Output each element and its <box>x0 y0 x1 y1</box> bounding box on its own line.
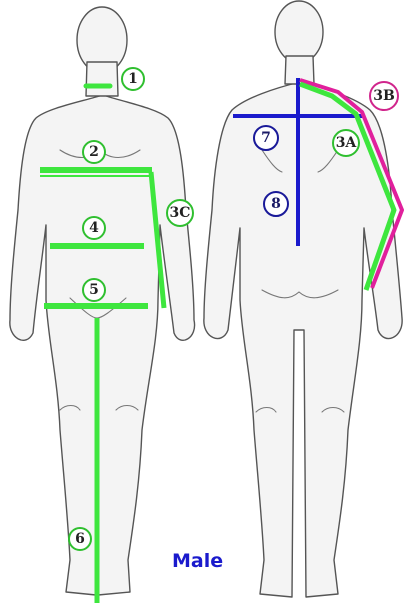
svg-text:7: 7 <box>261 130 271 146</box>
marker-1: 1 <box>122 68 144 90</box>
diagram-title: Male <box>172 550 223 572</box>
marker-5: 5 <box>83 279 105 301</box>
marker-3c: 3C <box>167 200 193 226</box>
svg-text:3B: 3B <box>373 88 395 104</box>
svg-text:5: 5 <box>89 282 99 298</box>
svg-text:3A: 3A <box>336 135 358 151</box>
marker-4: 4 <box>83 217 105 239</box>
front-figure <box>10 7 195 595</box>
marker-2: 2 <box>83 141 105 163</box>
marker-6: 6 <box>69 528 91 550</box>
marker-7: 7 <box>254 126 278 150</box>
svg-text:6: 6 <box>75 531 85 547</box>
back-head <box>275 1 323 63</box>
front-neck <box>86 62 118 96</box>
marker-8: 8 <box>264 192 288 216</box>
marker-3b: 3B <box>370 82 398 110</box>
svg-text:4: 4 <box>89 220 99 236</box>
marker-3a: 3A <box>333 130 359 156</box>
svg-text:3C: 3C <box>170 205 191 221</box>
svg-text:8: 8 <box>271 196 281 212</box>
svg-text:2: 2 <box>89 144 99 160</box>
svg-text:1: 1 <box>128 71 138 87</box>
